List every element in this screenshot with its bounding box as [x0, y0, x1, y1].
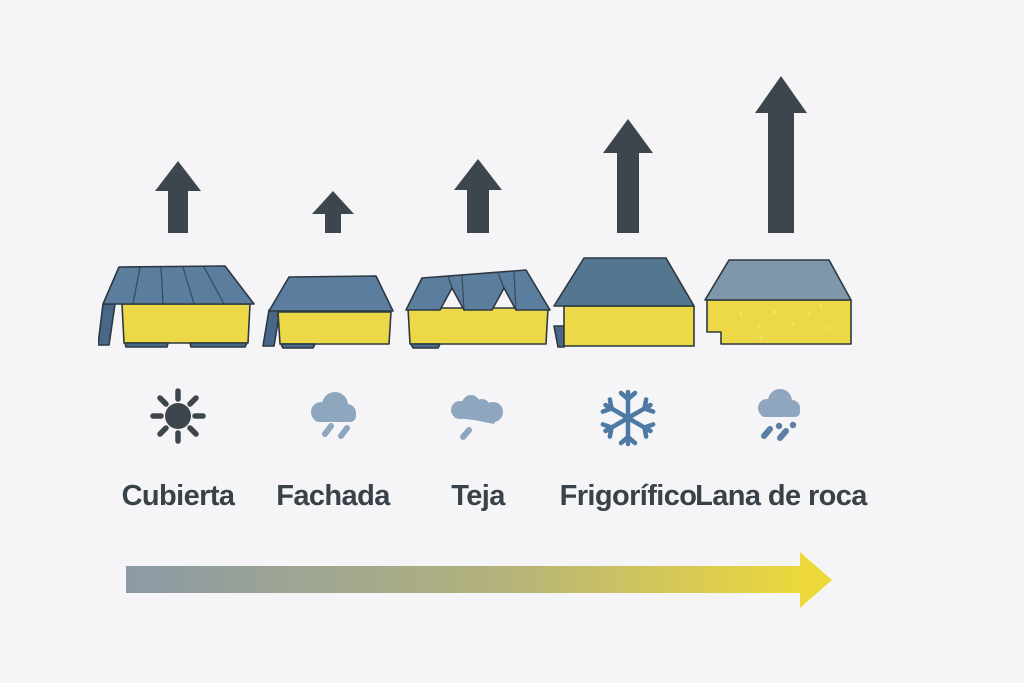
heavy-cloud-icon [446, 386, 510, 450]
sun-icon [146, 386, 210, 450]
sleet-cloud-icon [749, 386, 813, 450]
panel-illustration-corrugated-tile [398, 254, 558, 349]
up-arrow-shape [454, 159, 502, 233]
panel-illustration-ribbed-roof [98, 254, 258, 349]
panel-illustration-thick-coldroom [548, 254, 708, 349]
panel-label: Frigorífico [559, 480, 697, 512]
column-teja: Teja [378, 0, 578, 683]
up-arrow [598, 73, 658, 233]
panel-label: Teja [451, 480, 505, 512]
panel-label: Fachada [276, 480, 390, 512]
panel-label: Cubierta [121, 480, 235, 512]
up-arrow [148, 73, 208, 233]
up-arrow [448, 73, 508, 233]
up-arrow-shape [312, 191, 354, 233]
up-arrow [751, 73, 811, 233]
column-lana-de-roca: Lana de roca [681, 0, 881, 683]
rain-cloud-icon [301, 386, 365, 450]
column-fachada: Fachada [233, 0, 433, 683]
up-arrow-shape [155, 161, 201, 233]
up-arrow-shape [755, 76, 807, 233]
column-frigorifico: Frigorífico [528, 0, 728, 683]
snowflake-icon [596, 386, 660, 450]
column-cubierta: Cubierta [78, 0, 278, 683]
panel-illustration-flat-facade [253, 254, 413, 349]
performance-gradient-arrow-bar [126, 566, 802, 593]
up-arrow [303, 73, 363, 233]
up-arrow-shape [603, 119, 653, 233]
panel-illustration-rockwool [701, 254, 861, 349]
panel-label: Lana de roca [695, 480, 867, 512]
